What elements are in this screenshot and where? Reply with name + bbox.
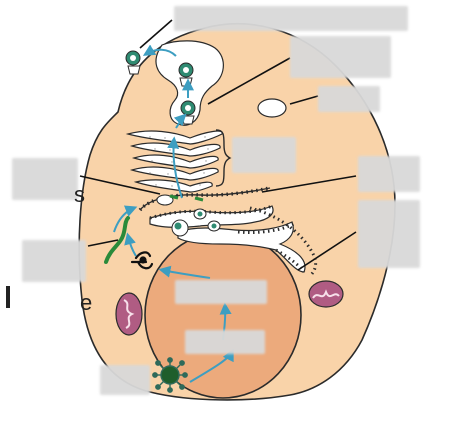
label-box-golgi[interactable] (232, 137, 296, 173)
budding-virus-icon (156, 194, 221, 237)
mitochondrion-icon (308, 280, 344, 308)
left-bar-fragment (6, 286, 10, 308)
label-box-left-lower[interactable] (22, 240, 86, 282)
bottom-left-fragment: e (80, 290, 93, 315)
label-box-upper-right[interactable] (290, 36, 391, 78)
arrow-nucleus-out (158, 265, 211, 279)
label-box-bottom[interactable] (100, 365, 150, 395)
label-box-nucleus-lower[interactable] (185, 330, 265, 354)
extracellular-virion-icon (152, 357, 188, 393)
vacuole (257, 98, 287, 118)
arrow-uncoat (124, 232, 137, 257)
label-box-right-lower[interactable] (358, 200, 420, 268)
label-box-right-middle[interactable] (358, 156, 420, 192)
label-box-nucleus-upper[interactable] (175, 280, 267, 304)
virion-icon (178, 62, 194, 87)
pathway-arrows (113, 44, 234, 383)
golgi-stipple (149, 136, 209, 187)
arrow-to-er (113, 205, 138, 233)
mitochondrion-icon (115, 292, 143, 336)
uncoating-capsid-icon (130, 251, 154, 270)
arrow-er-golgi (167, 136, 183, 199)
label-box-vacuole[interactable] (318, 86, 380, 112)
viral-genome (104, 216, 130, 264)
label-box-left-upper[interactable] (12, 158, 78, 200)
arrow-top (142, 44, 177, 57)
left-edge-fragment: s (74, 182, 85, 207)
golgi-brace (215, 129, 232, 187)
virion-icon (125, 50, 141, 75)
endoplasmic-reticulum-icon (138, 186, 318, 278)
virion-icon (180, 100, 196, 125)
label-box-top[interactable] (174, 6, 408, 31)
arrow-entry (189, 348, 234, 383)
leader-lines (79, 19, 357, 271)
arrow-golgi-vesicle (173, 113, 187, 129)
